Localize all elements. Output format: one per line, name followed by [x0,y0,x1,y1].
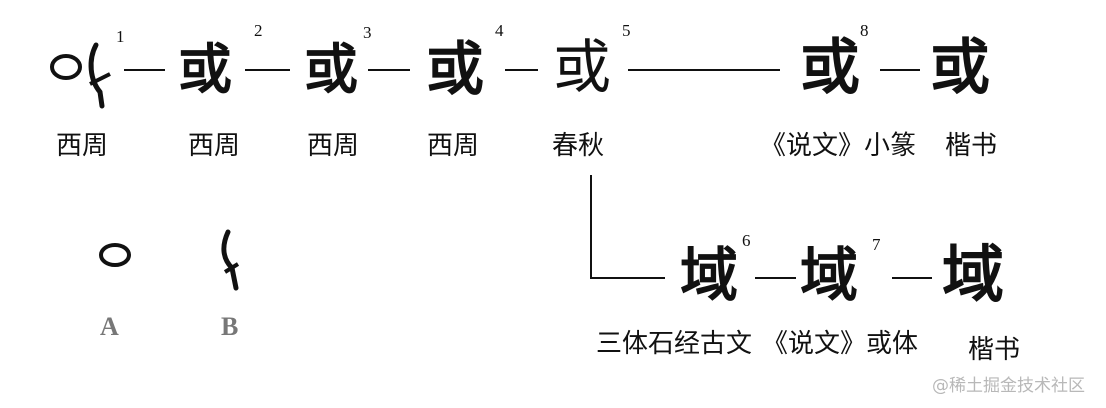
node-number-8: 8 [860,21,869,40]
period-label-6: 三体石经古文 [596,329,753,359]
period-label-7: 《说文》或体 [762,329,919,359]
node-number-5: 5 [622,21,631,40]
period-label-8: 《说文》小篆 [760,131,917,161]
glyph-node-2: 或 [178,37,232,101]
glyph-node-3: 或 [304,37,358,101]
watermark: @稀土掘金技术社区 [932,376,1085,396]
period-label-3: 西周 [307,131,360,161]
period-label-2: 西周 [188,131,241,161]
node-number-7: 7 [872,235,881,254]
glyph-kaishu-1: 或 [930,33,990,103]
period-label-4: 西周 [427,131,480,161]
period-label-5: 春秋 [552,131,605,161]
component-a-glyph [99,243,131,267]
period-label-kaishu-2: 楷书 [968,335,1021,365]
node-number-1: 1 [116,27,125,46]
glyph-node-8: 或 [800,33,860,103]
period-label-kaishu-1: 楷书 [945,131,998,161]
node-number-2: 2 [254,21,263,40]
component-label-b: B [221,312,239,341]
period-label-1: 西周 [56,131,109,161]
glyph-node-5: 或 [553,33,612,101]
glyph-kaishu-2: 域 [942,238,1005,311]
component-b-glyph [221,229,239,291]
node-number-6: 6 [742,231,751,250]
glyph-node-7: 域 [800,241,859,309]
node-number-4: 4 [495,21,504,40]
glyph-node-6: 域 [680,241,739,309]
node-number-3: 3 [363,23,372,42]
component-label-a: A [100,312,119,341]
branch-connector [590,175,665,279]
glyph-node-4: 或 [426,35,485,103]
